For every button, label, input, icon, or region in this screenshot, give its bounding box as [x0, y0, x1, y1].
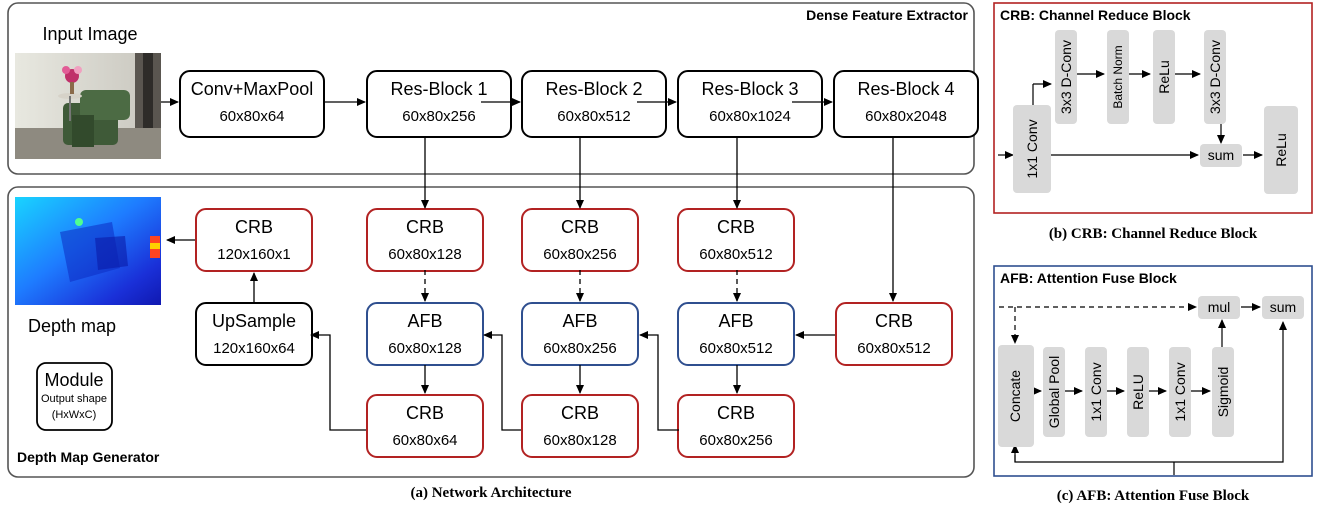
crb-top-1-title: CRB	[406, 217, 444, 237]
extractor-block-4-title: Res-Block 3	[701, 79, 798, 99]
crb-top-2: CRB 60x80x256	[521, 208, 639, 272]
legend-hwc-label: (HxWxC)	[52, 409, 97, 421]
crb-top-3: CRB 60x80x512	[677, 208, 795, 272]
crb-bottom-2-title: CRB	[717, 403, 755, 423]
extractor-block-2-shape: 60x80x256	[402, 108, 475, 125]
crb-right: CRB 60x80x512	[835, 302, 953, 366]
crb-bn-label: Batch Norm	[1111, 45, 1125, 108]
crb-bottom-2-shape: 60x80x256	[699, 432, 772, 449]
depth-map-label: Depth map	[28, 316, 116, 336]
crb-top-2-title: CRB	[561, 217, 599, 237]
legend-output-label: Output shape	[41, 393, 107, 405]
afb-block-2: AFB 60x80x512	[677, 302, 795, 366]
extractor-block-1-title: Conv+MaxPool	[191, 79, 314, 99]
crb-detail: 1x1 Conv 3x3 D-Conv Batch Norm ReLu 3x3 …	[998, 30, 1298, 194]
upsample-block-shape: 120x160x64	[213, 340, 295, 357]
crb-bottom-0: CRB 60x80x64	[366, 394, 484, 458]
extractor-block-3-shape: 60x80x512	[557, 108, 630, 125]
afb-block-1-title: AFB	[562, 311, 597, 331]
upsample-block: UpSample 120x160x64	[195, 302, 313, 366]
depth-map-image	[15, 197, 161, 305]
legend-module-label: Module	[44, 370, 103, 390]
caption-b: (b) CRB: Channel Reduce Block	[1049, 226, 1258, 242]
crb-bottom-0-title: CRB	[406, 403, 444, 423]
afb-relu-label: ReLU	[1130, 374, 1146, 410]
crb-bottom-0-shape: 60x80x64	[392, 432, 457, 449]
extractor-block-2: Res-Block 1 60x80x256	[366, 70, 512, 138]
afb-sigmoid-label: Sigmoid	[1215, 367, 1231, 418]
crb-top-0-shape: 120x160x1	[217, 246, 290, 263]
crb-top-3-title: CRB	[717, 217, 755, 237]
crb-sum-label: sum	[1208, 147, 1234, 163]
afb-block-1-shape: 60x80x256	[543, 340, 616, 357]
extractor-block-1-shape: 60x80x64	[219, 108, 284, 125]
crb-relu-out-label: ReLu	[1273, 133, 1289, 166]
crb-right-title: CRB	[875, 311, 913, 331]
afb-gpool-label: Global Pool	[1046, 356, 1062, 428]
crb-dconv1-label: 3x3 D-Conv	[1058, 40, 1074, 114]
afb-panel	[993, 265, 1313, 477]
input-image	[15, 53, 161, 159]
afb-block-1: AFB 60x80x256	[521, 302, 639, 366]
afb-conv1-label: 1x1 Conv	[1088, 362, 1104, 421]
crb-bottom-1-shape: 60x80x128	[543, 432, 616, 449]
afb-block-0-shape: 60x80x128	[388, 340, 461, 357]
afb-block-2-title: AFB	[718, 311, 753, 331]
extractor-block-5-title: Res-Block 4	[857, 79, 954, 99]
crb-top-2-shape: 60x80x256	[543, 246, 616, 263]
afb-block-0: AFB 60x80x128	[366, 302, 484, 366]
crb-top-1-shape: 60x80x128	[388, 246, 461, 263]
crb-bottom-1: CRB 60x80x128	[521, 394, 639, 458]
crb-bottom-2: CRB 60x80x256	[677, 394, 795, 458]
afb-panel-title: AFB: Attention Fuse Block	[1000, 270, 1177, 286]
crb-top-3-shape: 60x80x512	[699, 246, 772, 263]
upsample-block-title: UpSample	[212, 311, 296, 331]
extractor-block-4-shape: 60x80x1024	[709, 108, 791, 125]
crb-top-0-title: CRB	[235, 217, 273, 237]
afb-sum-label: sum	[1270, 299, 1296, 315]
extractor-block-3-title: Res-Block 2	[545, 79, 642, 99]
crb-panel-title: CRB: Channel Reduce Block	[1000, 7, 1191, 23]
crb-bottom-1-title: CRB	[561, 403, 599, 423]
caption-c: (c) AFB: Attention Fuse Block	[1057, 488, 1250, 504]
legend-module: Module Output shape (HxWxC)	[36, 362, 113, 431]
connectors	[161, 98, 897, 431]
extractor-block-1: Conv+MaxPool 60x80x64	[179, 70, 325, 138]
extractor-block-5: Res-Block 4 60x80x2048	[833, 70, 979, 138]
extractor-title: Dense Feature Extractor	[806, 7, 968, 23]
crb-relu-label: ReLu	[1156, 60, 1172, 93]
generator-title: Depth Map Generator	[17, 449, 160, 465]
caption-a: (a) Network Architecture	[410, 485, 571, 501]
crb-top-0: CRB 120x160x1	[195, 208, 313, 272]
afb-block-0-title: AFB	[407, 311, 442, 331]
crb-panel	[993, 2, 1313, 214]
crb-dconv2-label: 3x3 D-Conv	[1207, 40, 1223, 114]
input-image-label: Input Image	[42, 24, 137, 44]
extractor-block-3: Res-Block 2 60x80x512	[521, 70, 667, 138]
extractor-block-5-shape: 60x80x2048	[865, 108, 947, 125]
crb-right-shape: 60x80x512	[857, 340, 930, 357]
crb-conv1-label: 1x1 Conv	[1024, 119, 1040, 178]
afb-concat-label: Concate	[1007, 370, 1023, 422]
extractor-block-4: Res-Block 3 60x80x1024	[677, 70, 823, 138]
generator-panel	[7, 186, 975, 478]
afb-mul-label: mul	[1208, 299, 1231, 315]
afb-detail: Concate Global Pool 1x1 Conv ReLU 1x1 Co…	[998, 296, 1304, 475]
extractor-block-2-title: Res-Block 1	[390, 79, 487, 99]
crb-top-1: CRB 60x80x128	[366, 208, 484, 272]
afb-conv2-label: 1x1 Conv	[1172, 362, 1188, 421]
afb-block-2-shape: 60x80x512	[699, 340, 772, 357]
